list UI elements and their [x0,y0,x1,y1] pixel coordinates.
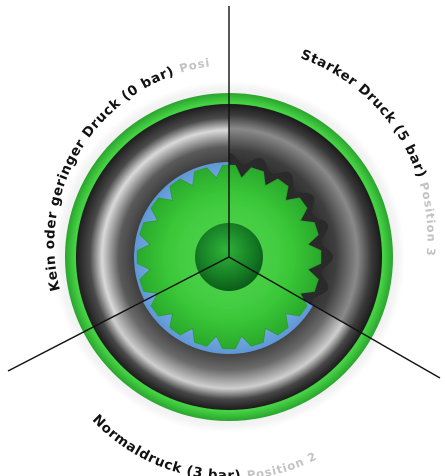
label-position-1: Position 1 [0,0,211,76]
divider-right [228,256,441,379]
label-position-3: Position 3 [417,181,439,258]
label-position-2: Position 2 [246,449,319,476]
divider-left [7,256,230,372]
